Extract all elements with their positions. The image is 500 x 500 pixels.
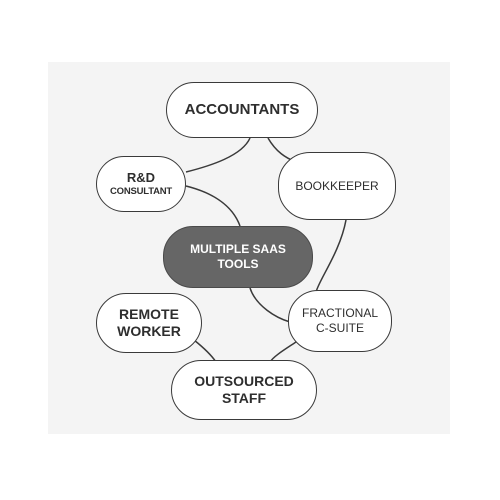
connector-accountants-rd [185,137,251,173]
node-rd-consultant: R&D CONSULTANT [96,156,186,212]
node-bookkeeper: BOOKKEEPER [278,152,396,220]
node-center-label-line1: MULTIPLE SAAS [190,242,286,256]
node-accountants: ACCOUNTANTS [166,82,318,138]
node-fractional-csuite-label-line2: C-SUITE [316,321,364,335]
node-accountants-label: ACCOUNTANTS [184,100,300,118]
connector-remote-outsourced [193,339,217,363]
node-remote-worker: REMOTE WORKER [96,293,202,353]
connector-bookkeeper-fractional [315,219,347,293]
node-remote-worker-label-line2: WORKER [117,323,181,339]
node-outsourced-staff-label-line2: STAFF [221,390,267,406]
node-fractional-csuite-label-line1: FRACTIONAL [301,306,378,320]
node-remote-worker-label-line1: REMOTE [119,305,179,322]
node-bookkeeper-label: BOOKKEEPER [295,178,379,193]
node-outsourced-staff: OUTSOURCED STAFF [171,360,317,420]
node-rd-consultant-label-line1: R&D [126,169,156,185]
node-rd-consultant-label-line2: CONSULTANT [109,186,173,198]
node-fractional-csuite: FRACTIONAL C-SUITE [288,290,392,352]
node-center-label-line2: TOOLS [217,257,259,271]
connector-fractional-outsourced [269,341,297,363]
node-outsourced-staff-label-line1: OUTSOURCED [194,372,294,389]
connector-rd-center [185,185,241,227]
node-center-multiple-saas-tools: MULTIPLE SAAS TOOLS [163,226,313,288]
connector-center-fractional [249,287,291,323]
